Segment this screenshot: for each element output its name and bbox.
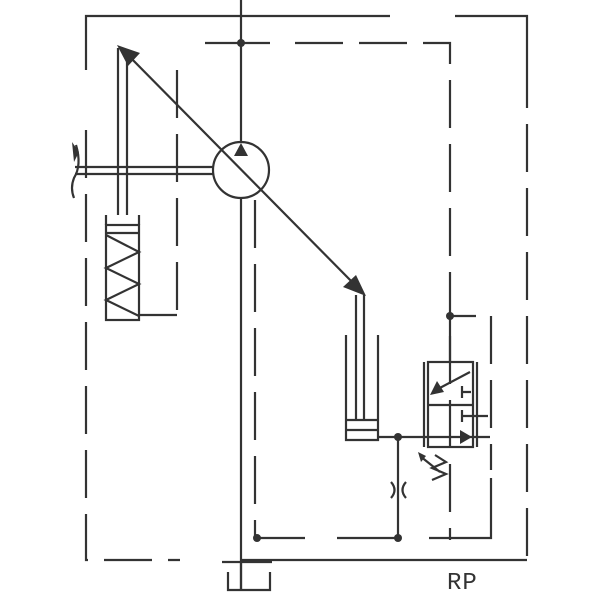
throttle-symbol [390,481,407,499]
pump-symbol [211,140,271,200]
drive-shaft [70,142,213,199]
right-cylinder [344,295,380,442]
diagram-label: RP [447,570,478,597]
tank-symbol [222,560,272,592]
valve-symbol [418,312,488,482]
diagonal-arrow [117,45,366,296]
main-line [237,0,261,590]
left-spring-cylinder [103,48,177,322]
inner-dashed-frame [175,41,452,540]
outer-dashed-frame [84,14,529,562]
